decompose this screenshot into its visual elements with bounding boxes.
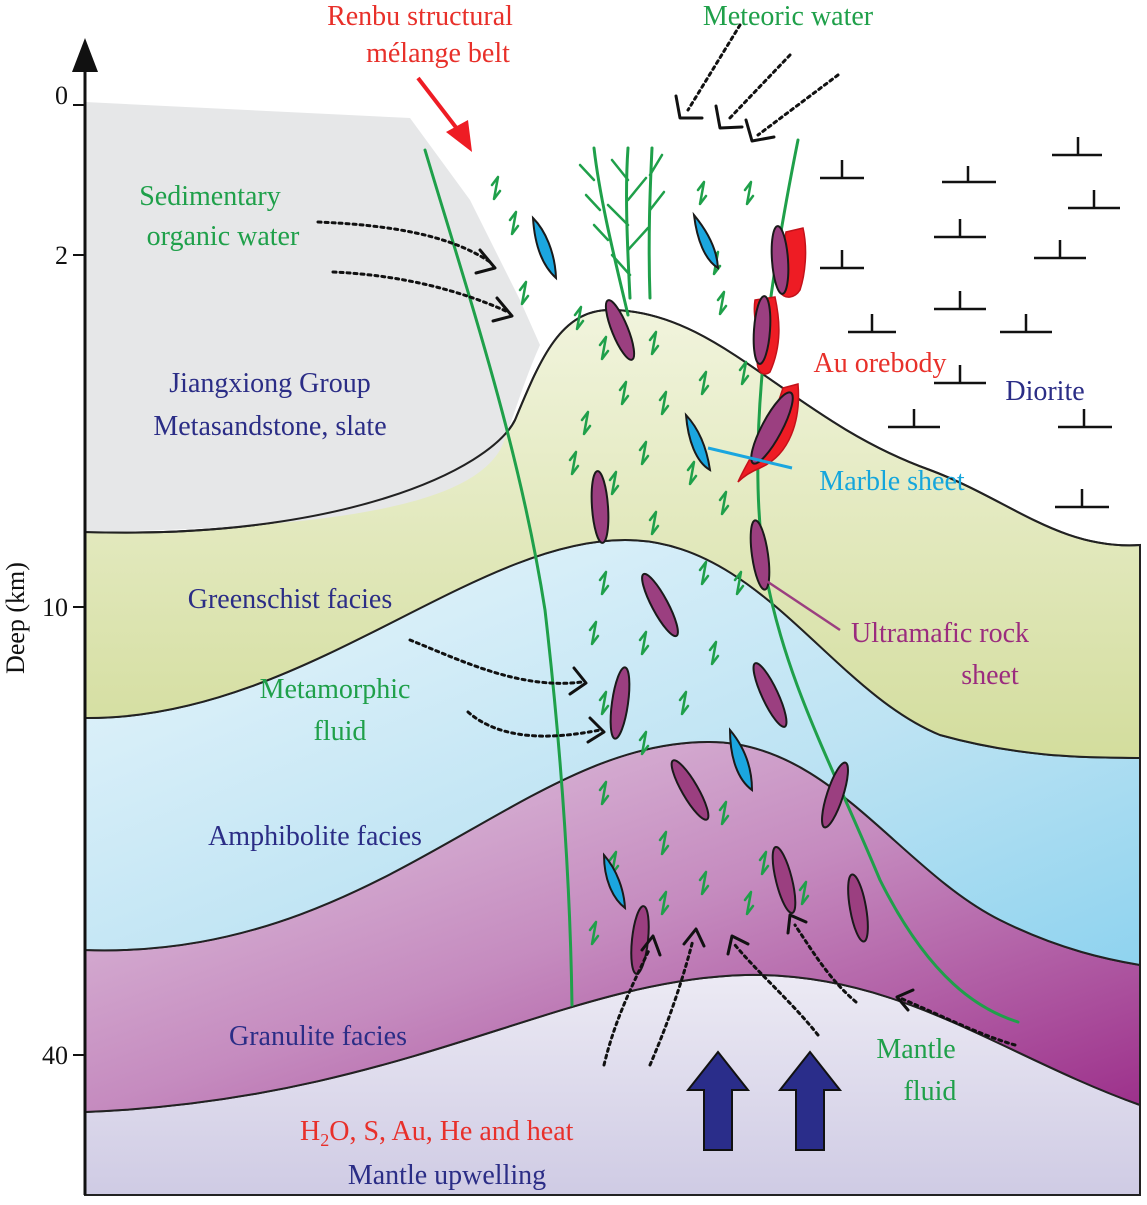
ultramafic-sheet-shape [609, 666, 631, 740]
axis-arrow-head [72, 38, 98, 72]
ultramafic-sheet-shape [771, 845, 797, 915]
ultramafic-sheet-shape [770, 225, 790, 295]
fluid-arrow-heads [474, 94, 915, 1012]
elements-label-h: H [300, 1116, 320, 1147]
depth-axis: 0 2 10 40 Deep (km) [1, 38, 98, 1195]
axis-tick-label: 10 [42, 593, 68, 622]
ultramafic-leader-line [764, 578, 841, 632]
ultramafic-sheet-shape [590, 470, 610, 544]
jiangxiong-label: Metasandstone, slate [153, 411, 386, 442]
mantle-fluid-label: Mantle [876, 1034, 955, 1065]
ultramafic-sheet-shape [641, 572, 679, 638]
renbu-label: mélange belt [366, 38, 510, 69]
marble-sheet-shape [531, 215, 558, 281]
greenschist-label: Greenschist facies [188, 584, 392, 615]
ultramafic-label: sheet [961, 660, 1019, 691]
axis-tick-label: 2 [55, 241, 68, 270]
marble-sheets [531, 211, 754, 911]
ultramafic-sheet-shape [604, 299, 636, 361]
fault-line [592, 146, 630, 317]
elements-label-subscript: 2 [320, 1130, 329, 1150]
ultramafic-sheet-shape [752, 662, 788, 728]
diorite-label: Diorite [1005, 376, 1084, 407]
meteoric-water-label: Meteoric water [703, 1, 874, 32]
sedimentary-water-label: Sedimentary [139, 181, 281, 212]
marble-sheet-shape [692, 211, 720, 270]
marble-leader-line [707, 446, 793, 470]
axis-title: Deep (km) [1, 562, 30, 674]
ultramafic-sheets [590, 225, 869, 975]
marble-sheet-shape [684, 412, 712, 472]
sedimentary-water-label: organic water [147, 221, 300, 252]
marble-sheet-shape [728, 727, 754, 792]
fracture-branches [578, 153, 666, 277]
jiangxiong-label: Jiangxiong Group [169, 368, 370, 399]
amphibolite-label: Amphibolite facies [208, 821, 422, 852]
elements-label: H2O, S, Au, He and heat [300, 1116, 574, 1150]
fault-line [647, 146, 654, 300]
mantle-upwelling-label: Mantle upwelling [348, 1160, 546, 1191]
jiangxiong-group-layer [85, 102, 540, 532]
ultramafic-label: Ultramafic rock [851, 618, 1029, 649]
ultramafic-sheet-shape [752, 295, 772, 365]
marble-sheet-shape [602, 852, 627, 911]
ultramafic-sheet-shape [821, 761, 849, 829]
granulite-label: Granulite facies [229, 1021, 407, 1052]
up-arrow-icon [685, 1050, 751, 1151]
renbu-label: Renbu structural [327, 1, 513, 32]
axis-tick-label: 40 [42, 1041, 68, 1070]
mantle-upwelling-arrows [685, 1050, 843, 1151]
metamorphic-fluid-label: fluid [314, 716, 367, 747]
metamorphic-fluid-label: Metamorphic [260, 674, 411, 705]
ultramafic-sheet-shape [749, 519, 771, 591]
fault-line [625, 146, 632, 300]
ultramafic-sheet-shape [847, 873, 869, 943]
fracture-ticks [490, 175, 810, 946]
fault-line [423, 148, 574, 1007]
axis-tick-label: 0 [55, 81, 68, 110]
renbu-pointer-arrow [416, 76, 472, 152]
ultramafic-sheet-shape [750, 391, 794, 465]
diorite-symbols [820, 137, 1120, 509]
up-arrow-icon [777, 1050, 843, 1151]
marble-sheet-label: Marble sheet [819, 466, 965, 497]
ultramafic-sheet-shape [670, 759, 710, 821]
fluid-arrows [316, 23, 1017, 1067]
mantle-fluid-label: fluid [904, 1076, 957, 1107]
elements-label-rest: O, S, Au, He and heat [329, 1116, 573, 1147]
au-orebody-label: Au orebody [814, 348, 947, 379]
